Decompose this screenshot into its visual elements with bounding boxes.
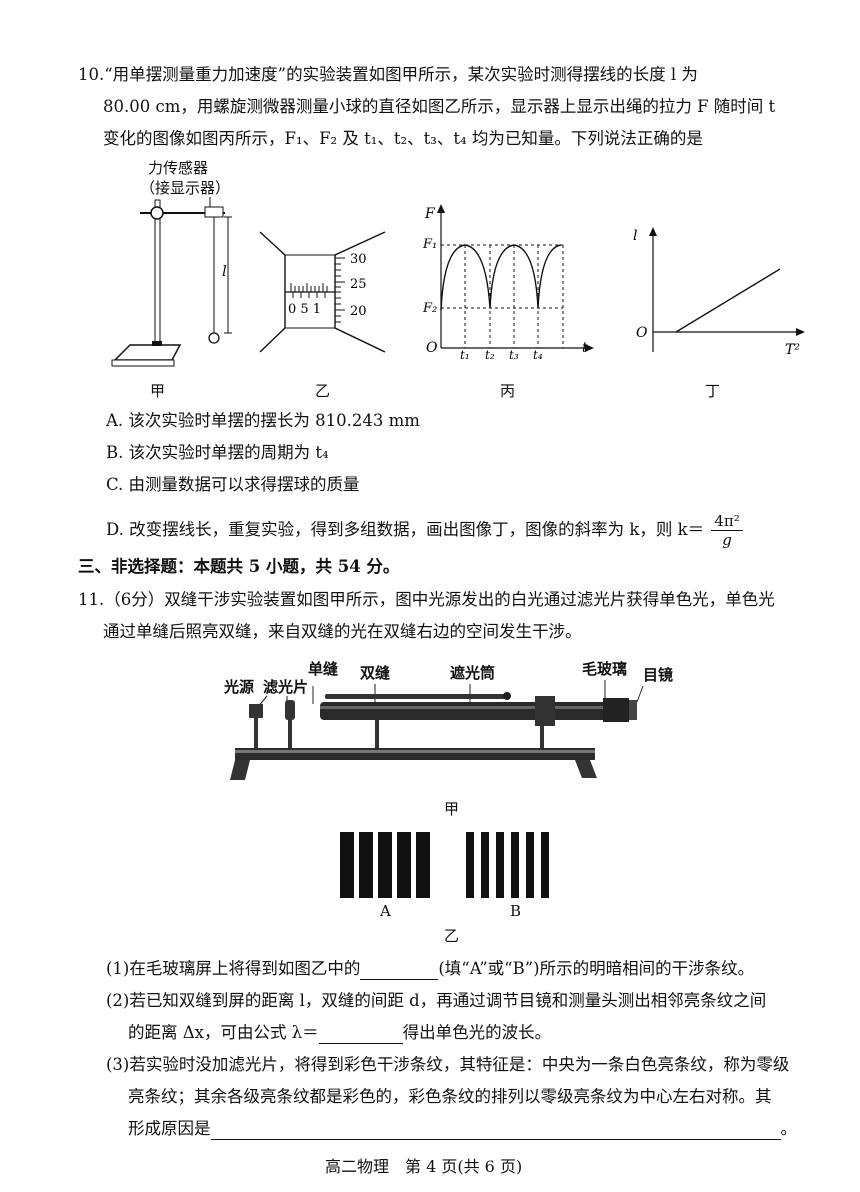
q10-line-3: 变化的图像如图丙所示，F₁、F₂ 及 t₁、t₂、t₃、t₄ 均为已知量。下列说…: [103, 129, 703, 148]
q10-line-2: 80.00 cm，用螺旋测微器测量小球的直径如图乙所示，显示器上显示出绳的拉力 …: [103, 97, 776, 116]
caption-jia: 甲: [150, 382, 166, 400]
q11-part-2-line-2: 的距离 Δx，可由公式 λ＝得出单色光的波长。: [128, 1023, 552, 1044]
interference-apparatus: [230, 680, 644, 780]
display-label: （接显示器）: [140, 179, 231, 197]
label-tube: 遮光筒: [450, 664, 496, 682]
apparatus-caption: 甲: [444, 800, 460, 818]
q11-part-3-line-3: 形成原因是。: [128, 1119, 797, 1140]
caption-yi: 乙: [315, 382, 331, 400]
section-heading: 三、非选择题：本题共 5 小题，共 54 分。: [78, 557, 400, 576]
micrometer-scale-30: 30: [350, 252, 367, 267]
q11-part-3-line-2: 亮条纹；其余各级亮条纹都是彩色的，彩色条纹的排列以零级亮条纹为中心左右对称。其: [128, 1087, 772, 1106]
graph-t2-label: t₂: [485, 348, 495, 362]
answer-blank-3[interactable]: [210, 1121, 781, 1140]
q11-part-1: (1)在毛玻璃屏上将得到如图乙中的(填“A”或“B”)所示的明暗相间的干涉条纹。: [106, 959, 755, 980]
micrometer-scale-20: 20: [350, 304, 367, 319]
graph-t2-axis-label: T²: [785, 342, 800, 358]
force-sensor-label: 力传感器: [148, 159, 209, 177]
fringe-pattern-b: [466, 832, 549, 898]
option-c: C. 由测量数据可以求得摆球的质量: [106, 475, 360, 494]
pattern-b-label: B: [510, 902, 522, 920]
fringe-patterns: [340, 832, 549, 898]
fraction-denominator: g: [722, 531, 732, 549]
option-a: A. 该次实验时单摆的摆长为 810.243 mm: [106, 411, 420, 430]
label-ground-glass: 毛玻璃: [582, 660, 628, 678]
graph-f2-label: F₂: [422, 301, 437, 316]
option-d-fraction: 4π² g: [711, 512, 743, 549]
fraction-numerator: 4π²: [711, 512, 743, 531]
graph-f-axis-label: F: [424, 206, 436, 222]
pattern-caption: 乙: [444, 927, 460, 945]
graph-t4-label: t₄: [533, 348, 543, 362]
graph-origin-label: O: [426, 340, 438, 356]
label-double-slit: 双缝: [360, 664, 391, 682]
graph-t3-label: t₃: [509, 348, 519, 362]
length-period-graph: l O T²: [633, 227, 805, 358]
graph-t1-label: t₁: [460, 348, 470, 362]
micrometer-figure: 30 25 20 0 5 1: [259, 231, 386, 353]
pattern-a-label: A: [380, 902, 391, 920]
pendulum-figure: [111, 197, 232, 367]
caption-bing: 丙: [500, 382, 516, 400]
micrometer-sleeve-numbers: 0 5 1: [288, 302, 321, 317]
q11-line-2: 通过单缝后照亮双缝，来自双缝的光在双缝右边的空间发生干涉。: [103, 622, 582, 641]
fringe-pattern-a: [340, 832, 430, 898]
graph-f1-label: F₁: [422, 237, 437, 252]
q11-part-2-line-1: (2)若已知双缝到屏的距离 l，双缝的间距 d，再通过调节目镜和测量头测出相邻亮…: [106, 991, 767, 1010]
force-time-graph: F F₁ F₂ O t t₁ t₂ t₃ t₄: [422, 204, 594, 362]
option-b: B. 该次实验时单摆的周期为 t₄: [106, 443, 329, 462]
caption-ding: 丁: [705, 382, 721, 400]
label-single-slit: 单缝: [308, 660, 339, 678]
page-footer: 高二物理 第 4 页(共 6 页): [325, 1157, 523, 1176]
option-d: D. 改变摆线长，重复实验，得到多组数据，画出图像丁，图像的斜率为 k，则 k＝…: [106, 512, 743, 549]
label-eyepiece: 目镜: [643, 666, 674, 684]
label-light-source: 光源: [224, 678, 255, 696]
label-filter: 滤光片: [263, 678, 309, 696]
graph-l-axis-label: l: [633, 228, 637, 244]
answer-blank-2[interactable]: [318, 1025, 403, 1044]
q11-line-1: 11.（6分）双缝干涉实验装置如图甲所示，图中光源发出的白光通过滤光片获得单色光…: [78, 590, 775, 609]
graph2-origin-label: O: [636, 325, 648, 341]
q11-part-3-line-1: (3)若实验时没加滤光片，将得到彩色干涉条纹，其特征是：中央为一条白色亮条纹，称…: [106, 1055, 790, 1074]
q10-line-1: 10.“用单摆测量重力加速度”的实验装置如图甲所示，某次实验时测得摆线的长度 l…: [78, 65, 698, 84]
micrometer-scale-25: 25: [350, 277, 367, 292]
pendulum-length-label: l: [222, 262, 227, 280]
answer-blank-1[interactable]: [360, 961, 439, 980]
graph-t-axis-label: t: [582, 340, 588, 356]
option-d-text: D. 改变摆线长，重复实验，得到多组数据，画出图像丁，图像的斜率为 k，则 k＝: [106, 520, 705, 539]
